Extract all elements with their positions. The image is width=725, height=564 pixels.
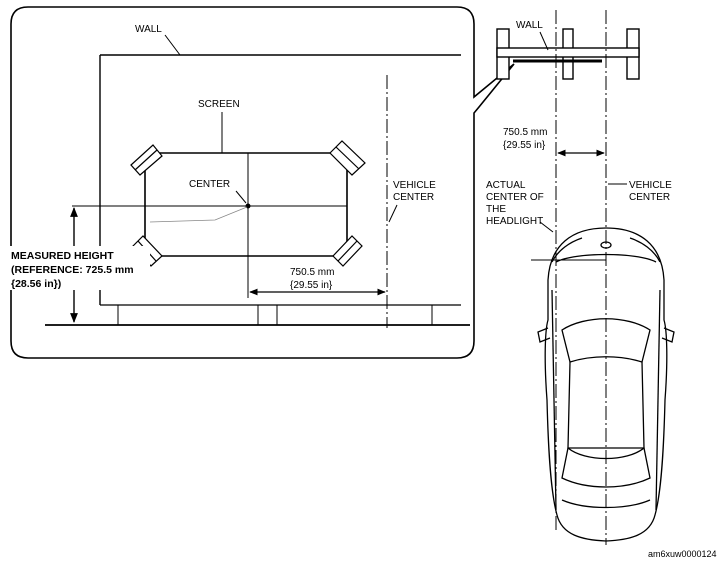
top-distance-mm-label: 750.5 mm [503,127,547,138]
emblem [600,241,612,249]
mirror-left [537,327,551,343]
top-vehicle-center-label-2: CENTER [629,192,670,203]
car-hood [555,253,657,263]
side-line-right [655,289,661,511]
center-label-leader [235,190,247,204]
measured-height-label-3: {28.56 in}) [11,278,61,290]
top-vehicle-center-label-1: VEHICLE [629,180,672,191]
height-label-bg [8,246,150,290]
top-distance-in-label: {29.55 in} [503,140,546,151]
vehicle-center-label-2: CENTER [393,192,434,203]
measured-height-label-2: (REFERENCE: 725.5 mm [11,264,134,276]
beam-pattern-line [149,206,248,223]
tape-pieces [130,140,366,267]
top-view: WALL 750.5 mm {29.55 in} ACTUAL CENTER O… [486,10,675,545]
car-roof [567,361,645,449]
car-trunk [561,499,651,509]
actual-center-label-3: THE [486,204,506,215]
center-label: CENTER [189,179,230,190]
actual-center-label-2: CENTER OF [486,192,544,203]
vehicle-center-leader [388,204,398,223]
distance-in-label: {29.55 in} [290,280,333,291]
car-body [544,227,668,542]
callout-front-view: WALL SCREEN [8,6,515,359]
center-point [245,203,251,209]
car-windshield [561,318,651,363]
distance-mm-label: 750.5 mm [290,267,334,278]
top-wall-leader [539,31,549,51]
vehicle-center-label-1: VEHICLE [393,180,436,191]
actual-center-label-4: HEADLIGHT [486,216,543,227]
top-wall-label: WALL [516,20,543,31]
wall-label-leader [164,34,181,56]
mirror-right [661,327,675,343]
headlight-right [629,237,661,263]
vehicle-top-view [537,227,675,542]
actual-center-label-1: ACTUAL [486,180,526,191]
screen-label: SCREEN [198,99,240,110]
headlight-left [551,237,583,263]
side-line-left [551,289,557,511]
actual-center-leader [539,221,554,233]
wall-label: WALL [135,24,162,35]
floor [45,304,470,326]
top-wall-frame [496,28,640,80]
car-rear-window [561,446,651,488]
measured-height-label-1: MEASURED HEIGHT [11,250,114,262]
screen-cross-lines [72,153,347,298]
figure-id: am6xuw0000124 [648,549,717,559]
